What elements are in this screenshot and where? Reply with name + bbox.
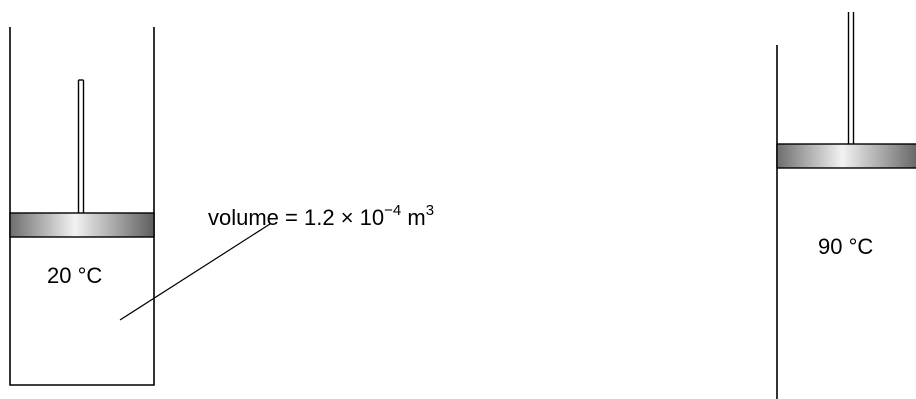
piston-2-rod [847, 12, 855, 144]
cylinder-1-temperature-label: 20 °C [47, 263, 103, 288]
piston-1-rod [77, 79, 85, 213]
piston-2 [776, 143, 916, 169]
volume-label-prefix: volume = 1.2 × 10 [208, 205, 385, 230]
cylinder-1 [9, 27, 155, 386]
volume-leader-line [119, 223, 271, 321]
volume-label-exponent: −4 [384, 201, 402, 219]
volume-label-unit-exponent: 3 [425, 201, 435, 219]
cylinder-2 [776, 12, 916, 399]
volume-label-unit: m [401, 205, 426, 230]
piston-1 [9, 212, 155, 238]
cylinder-1-wall [9, 27, 155, 386]
cylinder-2-temperature-label: 90 °C [818, 234, 874, 259]
volume-label: volume = 1.2 × 10−4 m3 [208, 203, 434, 230]
